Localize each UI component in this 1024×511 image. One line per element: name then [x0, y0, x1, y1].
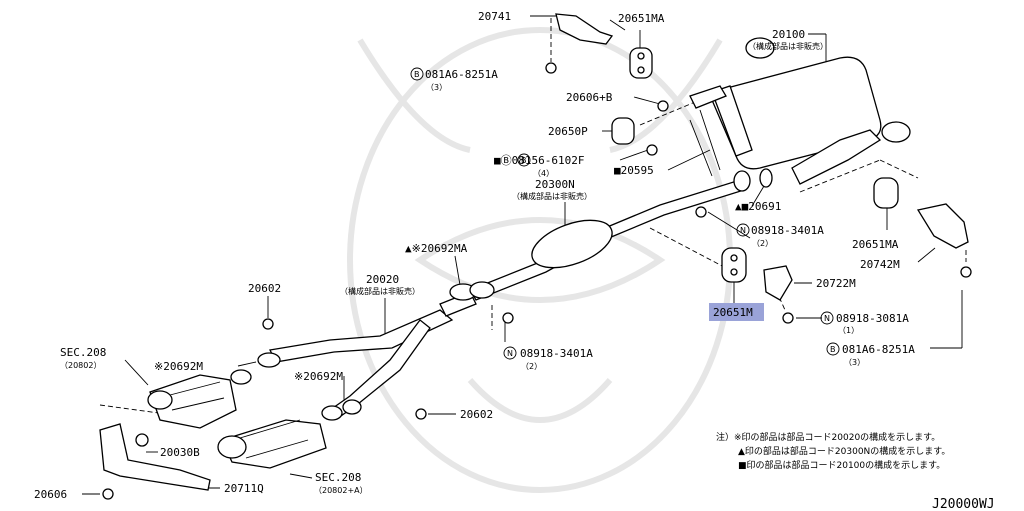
- svg-text:N: N: [824, 314, 830, 323]
- label-20742M[interactable]: 20742M: [860, 258, 900, 271]
- label-08156-qty: （4）: [533, 169, 554, 178]
- label-20692M-left[interactable]: ※20692M: [154, 360, 203, 373]
- label-08918-lower-qty: （2）: [521, 362, 542, 371]
- label-20020-note: （構成部品は非販売）: [340, 286, 420, 296]
- label-sec208-bottom[interactable]: SEC.208: [315, 471, 361, 484]
- label-08918-lower[interactable]: 08918-3401A: [520, 347, 593, 360]
- label-20030B[interactable]: 20030B: [160, 446, 200, 459]
- label-20651MA-top[interactable]: 20651MA: [618, 12, 665, 25]
- label-08918-3081A-qty: （1）: [838, 326, 859, 335]
- catalyst-left-sec208: [147, 374, 237, 429]
- symbol-markers: B B N N B N: [410, 67, 840, 360]
- label-081A6-top-qty: （3）: [426, 83, 447, 92]
- label-20691[interactable]: ▲■20691: [735, 200, 781, 213]
- legend-notes: 注）※印の部品は部品コード20020の構成を示します。 ▲印の部品は部品コード2…: [716, 431, 950, 471]
- label-20606[interactable]: 20606: [34, 488, 67, 501]
- label-08918-3081A[interactable]: 08918-3081A: [836, 312, 909, 325]
- label-20100[interactable]: 20100: [772, 28, 805, 41]
- label-sec208-left-sub: （20802）: [60, 361, 101, 370]
- svg-text:B: B: [830, 345, 836, 354]
- muffler-assembly-20100: [689, 37, 911, 185]
- svg-text:N: N: [740, 226, 746, 235]
- svg-text:B: B: [414, 70, 420, 79]
- label-20651MA-right[interactable]: 20651MA: [852, 238, 899, 251]
- label-081A6-bottom[interactable]: 081A6-8251A: [842, 343, 915, 356]
- hangers: [611, 47, 899, 283]
- label-20692MA[interactable]: ▲※20692MA: [405, 242, 468, 255]
- label-08156[interactable]: ■Ⓑ08156-6102F: [494, 154, 584, 167]
- label-081A6-bottom-qty: （3）: [844, 358, 865, 367]
- label-20722M[interactable]: 20722M: [816, 277, 856, 290]
- label-08918-upper-qty: （2）: [752, 239, 773, 248]
- label-20651M[interactable]: 20651M: [713, 306, 753, 319]
- svg-text:B: B: [521, 156, 527, 165]
- front-pipe-20020: [230, 281, 495, 421]
- leader-lines: [82, 15, 967, 495]
- part-labels: 20741 20651MA 20100 （構成部品は非販売） 081A6-825…: [34, 10, 915, 501]
- label-20020[interactable]: 20020: [366, 273, 399, 286]
- label-sec208-bottom-sub: （20802+A）: [314, 486, 368, 495]
- svg-text:N: N: [507, 349, 513, 358]
- catalyst-bottom-sec208: [217, 419, 327, 469]
- center-pipe-20300N: [469, 168, 773, 301]
- note-line-1: 注）※印の部品は部品コード20020の構成を示します。: [716, 431, 940, 443]
- label-20602-top[interactable]: 20602: [248, 282, 281, 295]
- heat-shield-20711Q: [99, 423, 211, 491]
- label-sec208-left[interactable]: SEC.208: [60, 346, 106, 359]
- label-20606B[interactable]: 20606+B: [566, 91, 613, 104]
- label-08918-upper[interactable]: 08918-3401A: [751, 224, 824, 237]
- label-20602-bottom[interactable]: 20602: [460, 408, 493, 421]
- fasteners: [102, 62, 972, 500]
- label-20741[interactable]: 20741: [478, 10, 511, 23]
- label-20100-note: （構成部品は非販売）: [748, 41, 828, 51]
- brackets: [555, 13, 969, 301]
- label-081A6-top[interactable]: 081A6-8251A: [425, 68, 498, 81]
- label-20650P[interactable]: 20650P: [548, 125, 588, 138]
- label-20692M-mid[interactable]: ※20692M: [294, 370, 343, 383]
- diagram-code: J20000WJ: [932, 497, 995, 511]
- label-20300N[interactable]: 20300N: [535, 178, 575, 191]
- label-20300N-note: （構成部品は非販売）: [512, 191, 592, 201]
- note-line-2: ▲印の部品は部品コード20300Nの構成を示します。: [738, 445, 950, 457]
- highlight-box: [709, 303, 764, 321]
- label-20595[interactable]: ■20595: [614, 164, 654, 177]
- note-line-3: ■印の部品は部品コード20100の構成を示します。: [738, 459, 945, 471]
- label-20711Q[interactable]: 20711Q: [224, 482, 264, 495]
